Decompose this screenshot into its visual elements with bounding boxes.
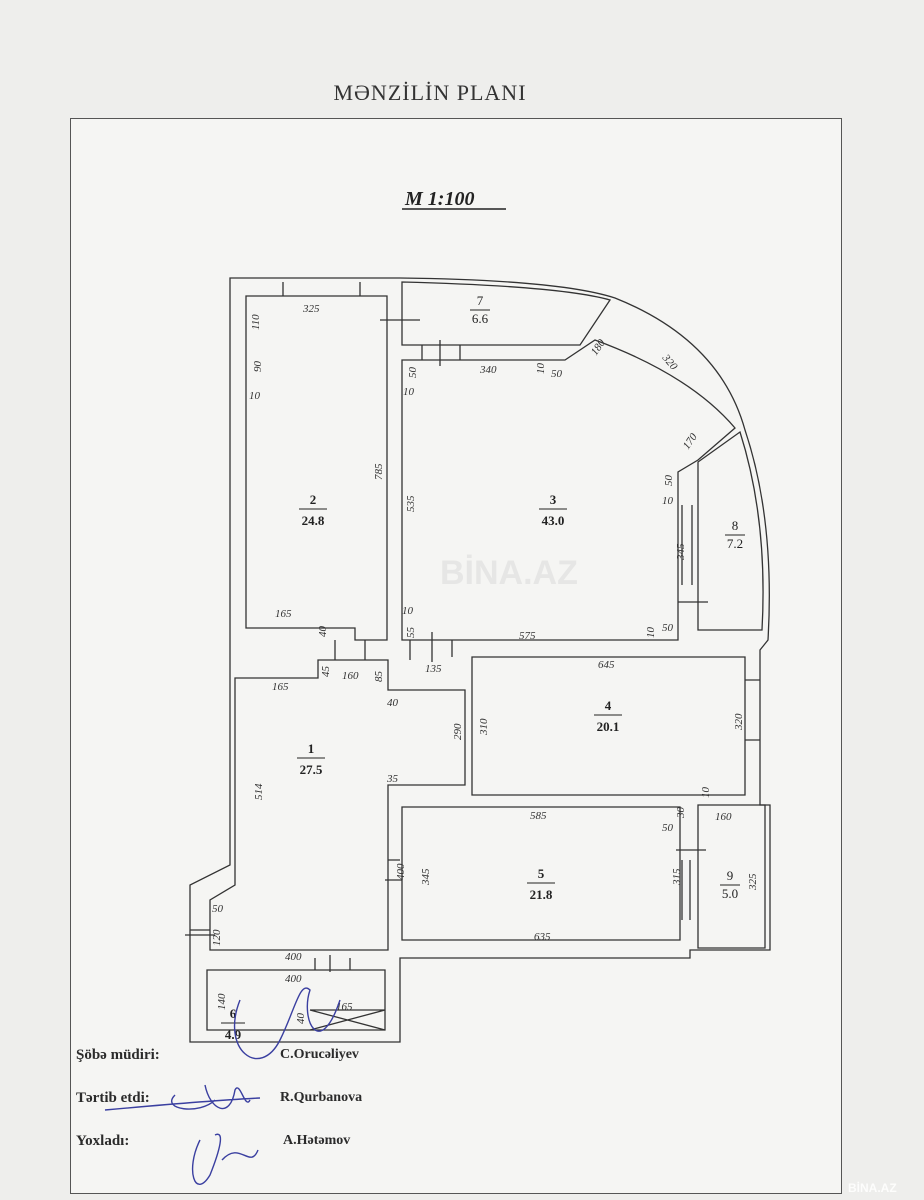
dim-label: 85 <box>373 671 385 683</box>
dim-label: 635 <box>534 931 551 943</box>
dim-label: 10 <box>700 787 712 799</box>
dim-label: 135 <box>425 663 442 675</box>
room-area: 5.0 <box>722 886 738 901</box>
dim-label: 165 <box>272 681 289 693</box>
room-number: 8 <box>732 518 739 533</box>
room-5[interactable]: 5 21.8 <box>527 866 555 902</box>
dim-label: 400 <box>395 863 407 880</box>
dim-label: 785 <box>373 463 385 480</box>
dim-label: 10 <box>249 390 261 402</box>
room-area: 20.1 <box>597 719 620 734</box>
dim-label: 90 <box>252 361 264 373</box>
signature-role-compiled: Tərtib etdi: <box>76 1090 150 1106</box>
signature-name-checked: A.Hətəmov <box>283 1133 351 1148</box>
page-title: MƏNZİLİN PLANI <box>333 80 527 105</box>
dim-label: 310 <box>478 718 490 736</box>
dim-label: 50 <box>662 622 674 634</box>
dim-label: 10 <box>535 363 547 375</box>
scale-label: M 1:100 <box>404 188 474 210</box>
dim-label: 320 <box>733 713 745 731</box>
dim-label: 50 <box>663 475 675 487</box>
signature-role-checked: Yoxladı: <box>76 1133 130 1149</box>
dim-label: 160 <box>715 811 732 823</box>
dim-label: 120 <box>211 929 223 946</box>
room-area: 27.5 <box>300 762 323 777</box>
room-number: 7 <box>477 293 484 308</box>
dim-label: 170 <box>681 431 701 452</box>
dim-label: 325 <box>747 873 759 891</box>
dim-label: 345 <box>420 868 432 886</box>
room-6[interactable]: 6 4.9 <box>221 1006 245 1042</box>
room-number: 2 <box>310 492 317 507</box>
dim-label: 645 <box>598 659 615 671</box>
dim-label: 10 <box>662 495 674 507</box>
dim-label: 110 <box>250 314 262 330</box>
room-1[interactable]: 1 27.5 <box>297 741 325 777</box>
room-area: 24.8 <box>302 513 325 528</box>
room-area: 7.2 <box>727 536 743 551</box>
dim-label: 10 <box>402 605 414 617</box>
room-2[interactable]: 2 24.8 <box>299 492 327 528</box>
dim-label: 55 <box>405 627 417 639</box>
dim-label: 50 <box>662 822 674 834</box>
watermark-center: BİNA.AZ <box>440 554 578 592</box>
dim-label: 165 <box>336 1001 353 1013</box>
dim-label: 50 <box>212 903 224 915</box>
dim-label: 30 <box>675 807 687 820</box>
room-number: 3 <box>550 492 557 507</box>
room-3[interactable]: 3 43.0 <box>539 492 567 528</box>
dim-label: 35 <box>386 773 399 785</box>
room-area: 21.8 <box>530 887 553 902</box>
room-8[interactable]: 8 7.2 <box>725 518 745 551</box>
dim-label: 50 <box>551 368 563 380</box>
dim-label: 180 <box>589 337 609 358</box>
dim-label: 165 <box>275 608 292 620</box>
watermark-corner: BİNA.AZ <box>848 1181 897 1195</box>
dim-label: 45 <box>320 666 332 678</box>
room-4[interactable]: 4 20.1 <box>594 698 622 734</box>
dim-label: 10 <box>645 627 657 639</box>
dim-label: 40 <box>317 626 329 638</box>
room-7[interactable]: 7 6.6 <box>470 293 490 326</box>
dim-label: 10 <box>403 386 415 398</box>
dim-label: 160 <box>342 670 359 682</box>
dim-label: 40 <box>387 697 399 709</box>
room-area: 4.9 <box>225 1027 242 1042</box>
signature-name-head: C.Orucəliyev <box>280 1047 359 1062</box>
dim-label: 50 <box>407 367 419 379</box>
dim-label: 535 <box>405 495 417 512</box>
dim-label: 400 <box>285 951 302 963</box>
room-number: 1 <box>308 741 315 756</box>
dim-label: 325 <box>302 303 320 315</box>
walls <box>185 277 771 1043</box>
dim-label: 585 <box>530 810 547 822</box>
signature-role-head: Şöbə müdiri: <box>76 1047 160 1063</box>
room-area: 6.6 <box>472 311 489 326</box>
room-number: 6 <box>230 1006 237 1021</box>
room-number: 4 <box>605 698 612 713</box>
dim-label: 514 <box>253 783 265 800</box>
dim-label: 315 <box>671 868 683 886</box>
dim-label: 140 <box>216 993 228 1010</box>
room-area: 43.0 <box>542 513 565 528</box>
room-number: 9 <box>727 868 734 883</box>
room-9[interactable]: 9 5.0 <box>720 868 740 901</box>
signature-name-compiled: R.Qurbanova <box>280 1090 363 1105</box>
dim-label: 400 <box>285 973 302 985</box>
signature-marks <box>104 987 341 1185</box>
plan-sheet <box>70 118 842 1194</box>
dim-label: 575 <box>519 630 536 642</box>
room-number: 5 <box>538 866 545 881</box>
dim-label: 40 <box>295 1013 307 1025</box>
dim-label: 340 <box>479 364 497 376</box>
dim-label: 345 <box>675 543 687 561</box>
dimensions: 325 110 90 10 785 165 40 50 340 10 50 18… <box>211 303 759 1024</box>
dim-label: 290 <box>452 723 464 740</box>
